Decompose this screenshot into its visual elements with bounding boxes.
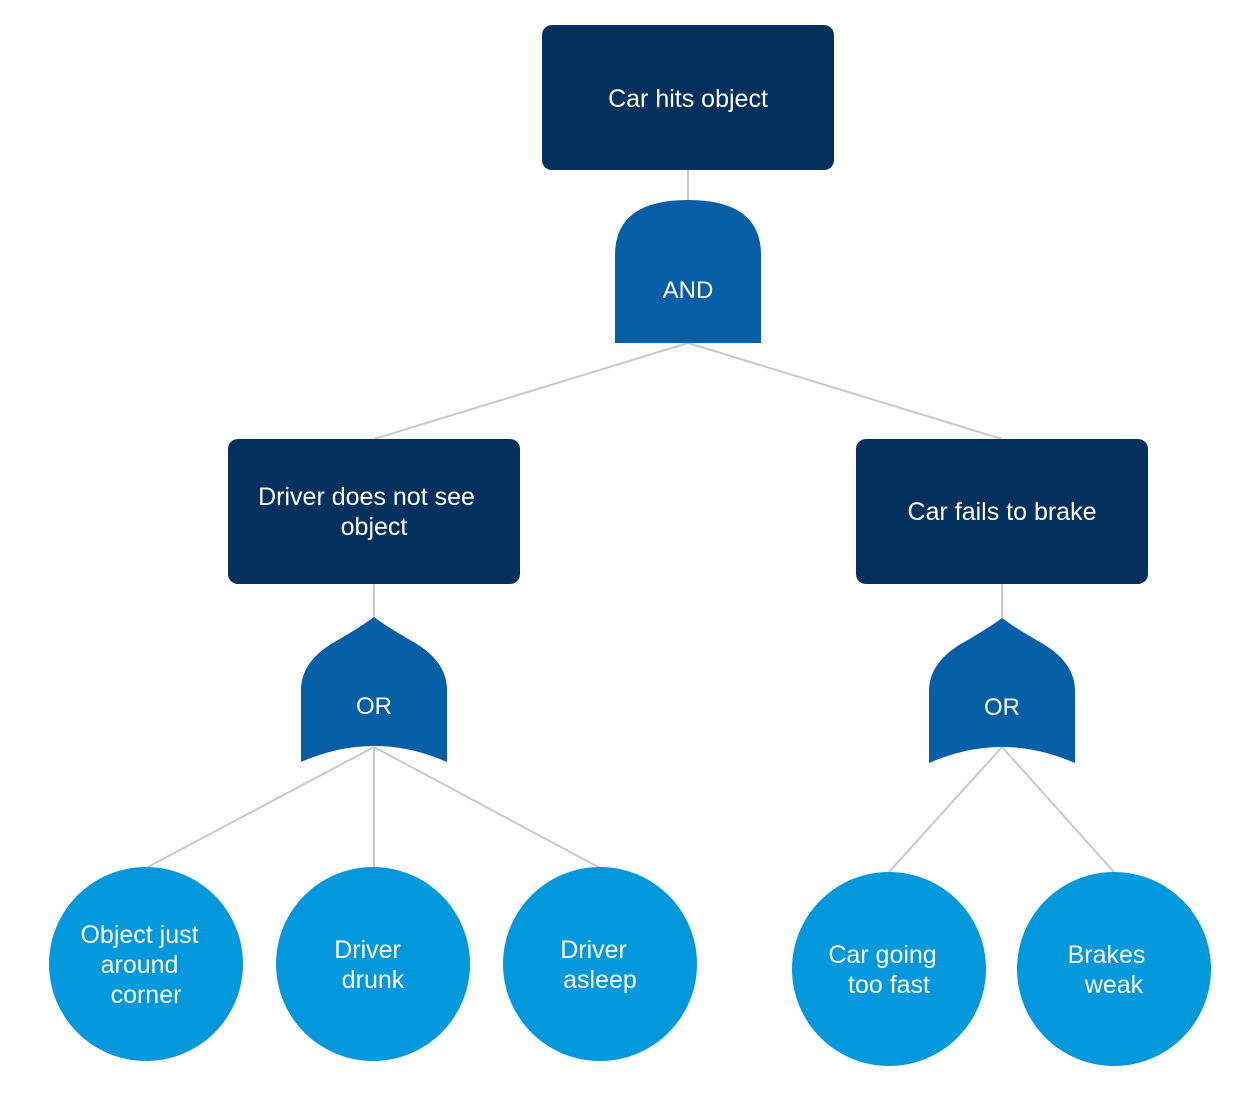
or-gate-right-shape <box>929 618 1075 763</box>
basic-event-object-around-corner-circle <box>49 867 243 1061</box>
intermediate-event-left-line1: Driver does not see <box>258 483 475 511</box>
or-gate-left-label: OR <box>356 693 392 720</box>
and-gate-shape <box>615 200 761 343</box>
basic-event-driver-drunk-line2: drunk <box>342 966 405 994</box>
basic-event-driver-asleep-label: Driver asleep <box>560 936 637 994</box>
basic-event-car-going-fast-line1: Car going <box>828 941 936 969</box>
basic-event-driver-drunk-line1: Driver <box>334 936 401 964</box>
connector-and-to-right-event <box>687 342 1003 440</box>
connector-and-to-left-event <box>373 342 689 440</box>
connector-right-or-to-car-fast <box>888 746 1003 873</box>
intermediate-event-left: Driver does not see object <box>228 439 520 584</box>
basic-event-driver-drunk: Driver drunk <box>276 867 470 1061</box>
intermediate-event-right-box <box>856 439 1148 584</box>
connectors <box>145 170 1115 873</box>
basic-event-car-going-fast: Car going too fast <box>792 872 986 1066</box>
basic-event-car-going-fast-circle <box>792 872 986 1066</box>
connector-left-or-to-driver-asleep <box>373 746 601 869</box>
basic-event-object-around-corner: Object just around corner <box>49 867 243 1061</box>
connector-left-or-to-object-corner <box>145 746 375 869</box>
intermediate-event-left-box <box>228 439 520 584</box>
basic-event-car-going-fast-line2: too fast <box>848 971 930 999</box>
and-gate-label: AND <box>663 277 714 304</box>
intermediate-event-right: Car fails to brake <box>856 439 1148 584</box>
basic-event-driver-asleep: Driver asleep <box>503 867 697 1061</box>
top-event: Car hits object <box>542 25 834 170</box>
basic-event-driver-drunk-circle <box>276 867 470 1061</box>
intermediate-event-left-label: Driver does not see object <box>258 483 482 541</box>
basic-event-object-around-corner-line1: Object just <box>80 921 198 949</box>
top-event-label: Car hits object <box>608 85 768 113</box>
basic-event-brakes-weak-circle <box>1017 872 1211 1066</box>
or-gate-left: OR <box>301 617 447 762</box>
connector-right-or-to-brakes-weak <box>1001 746 1115 873</box>
basic-event-object-around-corner-label: Object just around corner <box>80 921 205 1009</box>
intermediate-event-left-line2: object <box>341 513 408 541</box>
and-gate: AND <box>615 200 761 343</box>
basic-event-object-around-corner-line2: around <box>101 951 179 979</box>
basic-event-brakes-weak-line2: weak <box>1084 971 1144 999</box>
basic-event-brakes-weak-label: Brakes weak <box>1068 941 1153 999</box>
basic-event-brakes-weak-line1: Brakes <box>1068 941 1146 969</box>
or-gate-right-label: OR <box>984 694 1020 721</box>
top-event-box <box>542 25 834 170</box>
basic-event-driver-asleep-line2: asleep <box>563 966 637 994</box>
basic-event-brakes-weak: Brakes weak <box>1017 872 1211 1066</box>
intermediate-event-right-label: Car fails to brake <box>908 498 1097 526</box>
basic-event-car-going-fast-label: Car going too fast <box>828 941 943 999</box>
or-gate-right: OR <box>929 618 1075 763</box>
basic-event-driver-drunk-label: Driver drunk <box>334 936 408 994</box>
or-gate-left-shape <box>301 617 447 762</box>
basic-event-object-around-corner-line3: corner <box>111 981 182 1009</box>
basic-event-driver-asleep-line1: Driver <box>560 936 627 964</box>
basic-event-driver-asleep-circle <box>503 867 697 1061</box>
